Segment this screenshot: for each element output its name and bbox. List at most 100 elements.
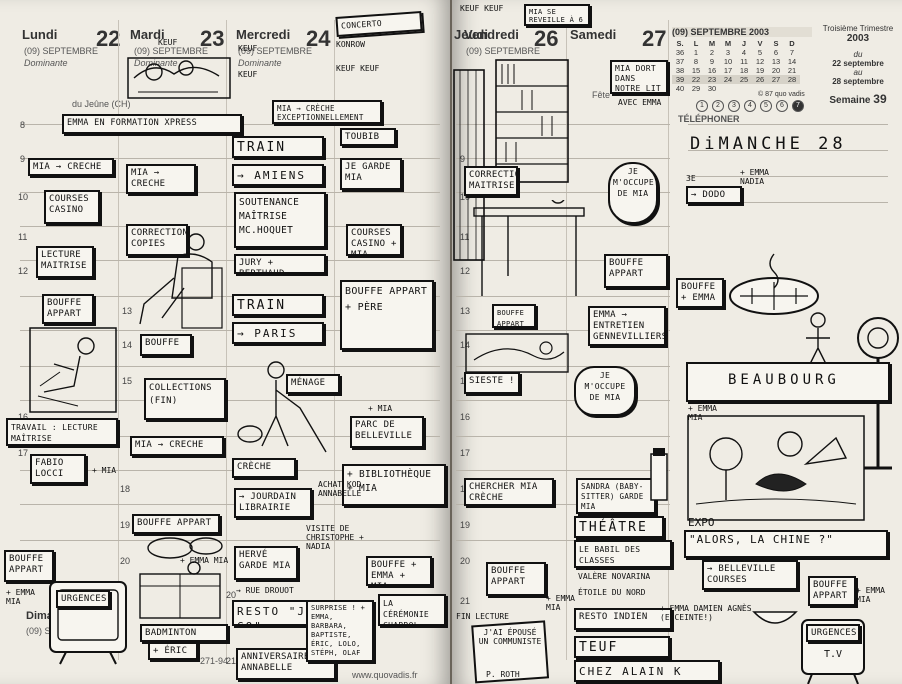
reading-man-doodle: [29, 327, 117, 413]
hour-line: [20, 540, 440, 541]
hour-line: [456, 366, 670, 367]
bouffe-appart-box: BOUFFE APPART: [492, 304, 536, 328]
weekday: S: [773, 39, 779, 48]
parc-belleville-box: PARC DE BELLEViLLE: [350, 416, 424, 448]
emma-formation-box: EMMA EN FORMATION XPRESS: [62, 114, 242, 134]
trimester-year: 2003: [846, 33, 870, 44]
column-divider: [668, 20, 669, 660]
fabio-locci-box: FABiO LOCCi: [30, 454, 86, 484]
hour-line: [20, 470, 440, 471]
chercher-mia-box: CHERCHER MiA CRÈCHE: [464, 478, 554, 506]
fete-label: Fête: [592, 90, 611, 100]
sleeping-doodle: [465, 333, 569, 373]
hour-label: 11: [18, 232, 28, 242]
room-doorway-doodle: [453, 69, 485, 261]
calendar-day: 19: [755, 66, 765, 75]
mia-creche-box: MiA → CRECHE: [130, 436, 224, 456]
emma-mia-note: + EMMA MiA: [180, 556, 229, 565]
bouffe-emma-box: BOUFFE + EMMA: [676, 278, 724, 308]
calendar-day: 9: [709, 57, 715, 66]
mia-creche-box: MiA → CRECHE: [28, 158, 114, 176]
hour-label: 14: [122, 340, 133, 350]
eric-box: + ÉRiC: [148, 642, 198, 660]
weekday: S.: [676, 39, 684, 48]
weekday: V: [757, 39, 763, 48]
bottle-doodle: [650, 448, 668, 501]
beaubourg-frame: [686, 362, 890, 402]
mia-creche-box: MiA → CRECHE: [126, 164, 196, 194]
hour-line: [20, 192, 440, 193]
month-label: (09) SEPTEMBRE: [466, 46, 541, 56]
chez-alain-box: CHEZ ALAiN K: [574, 660, 720, 682]
hour-label: 21: [226, 656, 237, 666]
calendar-day: [736, 84, 752, 93]
day-number-27: 27: [642, 26, 667, 51]
calendar-day: 21: [787, 66, 797, 75]
hour-label: 16: [460, 412, 471, 422]
man-armchair-doodle: [139, 233, 223, 329]
footer-code: 271-94: [200, 656, 229, 666]
day-name-thursday: Jeudi: [454, 27, 488, 42]
calendar-day: 10: [723, 57, 733, 66]
hour-line: [456, 470, 670, 471]
calendar-day: 13: [771, 57, 781, 66]
grill-doodle: [729, 253, 819, 315]
bouffe-appart-box: BOUFFE APPART: [132, 514, 220, 534]
calendar-day: 2: [709, 48, 715, 57]
hour-label: 15: [122, 376, 133, 386]
day-number-23: 23: [200, 26, 225, 51]
hour-label: 20: [226, 590, 237, 600]
bowl-doodle: [752, 611, 798, 624]
hour-line: [20, 436, 440, 437]
correction-maitrise-box: CORRECTION MAiTRiSE: [464, 166, 518, 196]
hour-label: 17: [18, 448, 29, 458]
calendar-day: 5: [757, 48, 763, 57]
emma-mia-note: + EMMA MiA: [6, 588, 35, 606]
doodle-text-keuf: KEUF: [238, 70, 258, 79]
calendar-title: (09) SEPTEMBRE 2003: [672, 27, 812, 37]
plus-mia-note: + MiA: [368, 404, 393, 413]
paris-box: → PARiS: [232, 322, 324, 344]
day-name-tuesday: Mardi: [130, 27, 165, 42]
calendar-day: 8: [693, 57, 699, 66]
alors-la-chine-box: "ALORS, LA CHiNE ?": [684, 530, 888, 558]
jourdain-librairie-box: → JOURDAiN LiBRAiRiE: [234, 488, 312, 518]
hour-label: 13: [460, 306, 471, 316]
plus-mia-note: + MiA: [92, 466, 117, 475]
calendar-day: [720, 84, 736, 93]
hour-line: [456, 540, 670, 541]
hour-label: 10: [18, 192, 29, 202]
hour-label: 16: [18, 412, 29, 422]
telephoner-label: TÉLÉPHONER: [678, 114, 740, 124]
keuf-note: KEUF KEUF: [336, 64, 380, 73]
courses-casino-box: COURSES CASiNO: [44, 190, 100, 224]
hour-label: 8: [20, 120, 26, 130]
beaubourg-label: BEAUBOURG: [728, 372, 840, 388]
hour-label: 10: [460, 192, 471, 202]
doodle-text-keuf: KEUF: [238, 44, 258, 53]
hour-label: 9: [20, 154, 26, 164]
ceremonie-box: LA CÉRÉMONIE CHABROL: [378, 594, 446, 626]
hour-line: [456, 124, 670, 125]
weekday: D: [789, 39, 795, 48]
calendar-day: 24: [720, 75, 736, 84]
dominante-label: Dominante: [134, 58, 178, 68]
phase-icon: 5: [760, 100, 772, 112]
hour-line: [456, 226, 670, 227]
week-number: 39: [873, 92, 887, 106]
resto-indien-box: RESTO iNDiEN: [574, 608, 672, 630]
teuf-box: TEUF: [574, 636, 670, 658]
hour-line: [20, 504, 440, 505]
left-page: Lundi 22 (09) SEPTEMBRE Dominante du Jeû…: [0, 0, 452, 684]
sieste-box: SIESTE !: [464, 372, 520, 394]
day-number-25: 25: [452, 22, 456, 48]
bouffe-emma-mia-box: BOUFFE + EMMA + MiA: [366, 556, 432, 586]
calendar-day: 6: [773, 48, 779, 57]
babil-box: LE BABIL DES CLASSES DANGEREUSES: [574, 540, 672, 568]
calendar-day: 1: [693, 48, 699, 57]
emma-damien-note: + EMMA DAMiEN AGNÈS (ENCEINTE!): [660, 604, 752, 622]
lecture-maitrise-box: LECTURE MAiTRiSE: [36, 246, 94, 278]
sleeping-couple-doodle: [127, 57, 231, 99]
konrow-note: KONROW: [336, 40, 365, 49]
